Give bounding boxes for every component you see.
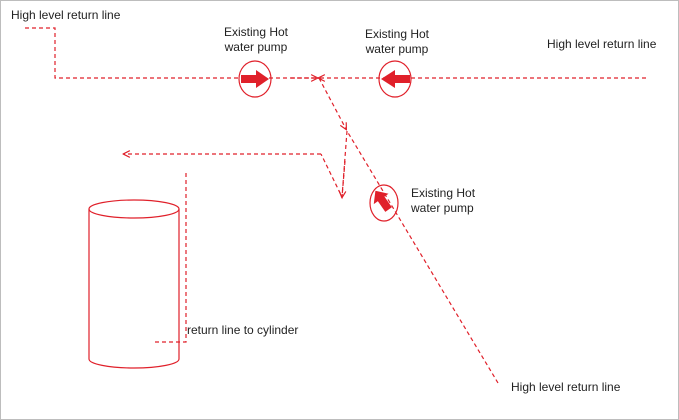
pipe-junction-down [318,77,346,129]
label-pump-left: Existing Hot water pump [223,25,289,54]
pipe-diagonal-return [346,130,499,384]
pump-left-icon [238,60,272,98]
pipe-zigzag-arrow [342,160,345,197]
label-bottom-right-return: High level return line [511,380,621,394]
label-top-right-return: High level return line [547,37,657,51]
pump-right-icon [378,60,412,98]
hot-water-cylinder-icon [88,199,180,369]
label-pump-right: Existing Hot water pump [364,27,430,56]
label-top-left-return: High level return line [11,8,121,22]
pump-diagonal-icon [369,184,399,222]
pipe-cylinder-drop [152,173,187,343]
pipe-top-left-return [25,27,319,79]
label-pump-diagonal: Existing Hot water pump [411,186,476,215]
label-cylinder-return: return line to cylinder [187,323,299,337]
pipe-zigzag [320,130,348,200]
